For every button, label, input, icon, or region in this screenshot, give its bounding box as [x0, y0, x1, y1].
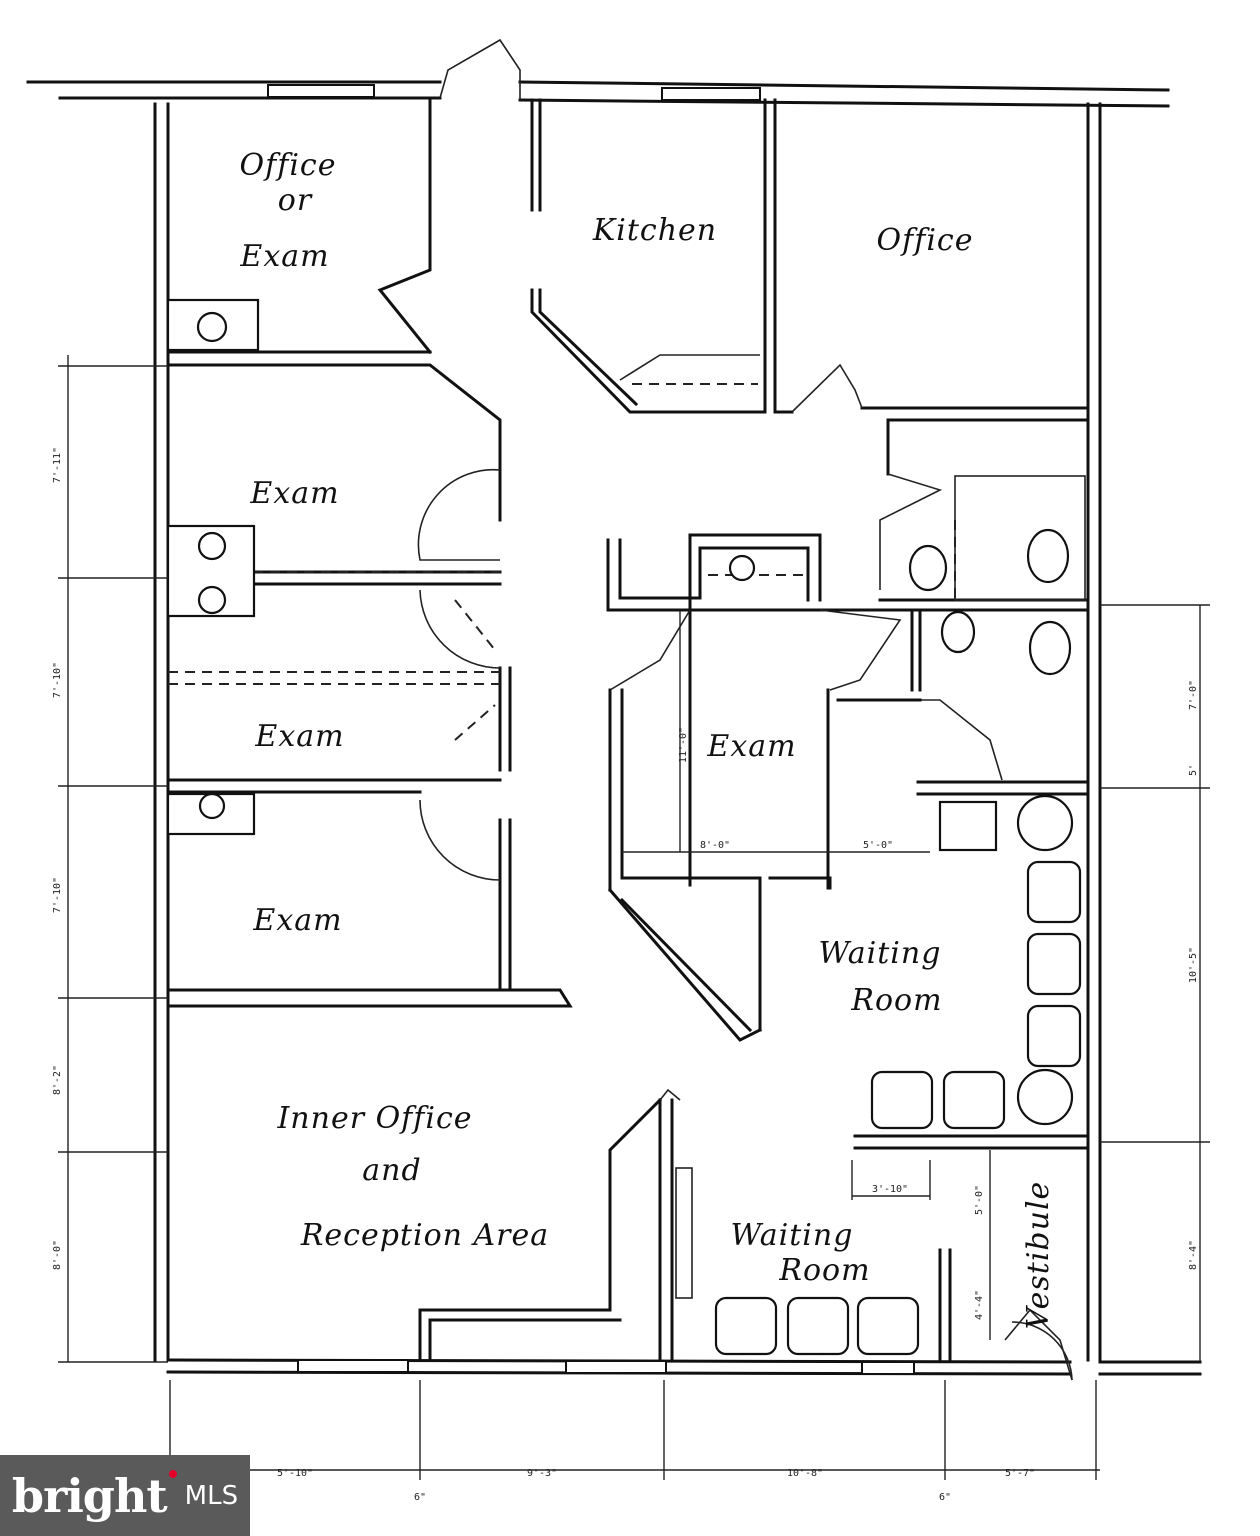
watermark-dot-icon: [168, 1469, 177, 1478]
counters: [619, 354, 956, 600]
dim-bottom-3: 10'-8": [787, 1468, 823, 1479]
chair-icon: [942, 1070, 1006, 1130]
dim-bath-width: 5'-0": [863, 840, 893, 851]
dim-bottom-tick-2: 6": [939, 1492, 951, 1503]
room-label-exam-2: Exam: [254, 719, 344, 754]
room-label-exam-4: Exam: [706, 729, 796, 764]
dim-right-3: 10'-5": [1188, 947, 1199, 983]
room-label-waiting-room-1a: Waiting: [819, 936, 942, 971]
dim-exam-width: 8'-0": [700, 840, 730, 851]
dim-vestibule-2: 4'-4": [974, 1290, 985, 1320]
room-label-office-or-exam-3: Exam: [239, 239, 329, 274]
dim-left-2: 7'-10": [52, 662, 63, 698]
dim-left-4: 8'-2": [52, 1065, 63, 1095]
sink-icon: [940, 610, 976, 654]
watermark-suffix-text: MLS: [184, 1480, 239, 1511]
room-labels: Office or Exam Kitchen Office Exam Exam …: [239, 148, 1056, 1329]
dim-bottom-2: 9'-3": [527, 1468, 557, 1479]
brightmls-watermark-logo: bright MLS: [0, 1455, 250, 1536]
toilet-icon: [1028, 620, 1072, 676]
toilet-icon: [1026, 528, 1070, 584]
room-label-office-or-exam-1: Office: [240, 148, 337, 183]
watermark-brand-text: bright: [11, 1468, 168, 1523]
dim-vestibule-1: 5'-0": [974, 1185, 985, 1215]
room-label-exam-1: Exam: [249, 476, 339, 511]
sink-icon: [197, 531, 227, 561]
table-icon: [1016, 1068, 1074, 1126]
chair-icon: [870, 1070, 934, 1130]
room-label-inner-office-1: Inner Office: [276, 1101, 472, 1136]
chair-icon: [714, 1296, 778, 1356]
dim-right-1: 7'-0": [1188, 680, 1199, 710]
room-label-exam-3: Exam: [252, 903, 342, 938]
chair-icon: [856, 1296, 920, 1356]
chair-icon: [1026, 1004, 1082, 1068]
chair-icon: [1026, 932, 1082, 996]
interior-walls: [166, 38, 1090, 1381]
room-label-kitchen: Kitchen: [592, 213, 717, 248]
room-label-waiting-room-2a: Waiting: [731, 1218, 854, 1253]
dimension-labels: 7'-11" 7'-10" 7'-10" 8'-2" 8'-0" 7'-0" 5…: [52, 447, 1199, 1503]
door-swings: [417, 468, 1073, 1381]
dimension-lines: [58, 355, 1210, 1480]
fixtures: [166, 298, 1082, 1356]
sink-icon: [908, 544, 948, 592]
dim-exam-height: 11'-0": [678, 727, 689, 763]
room-label-office: Office: [877, 223, 974, 258]
room-label-waiting-room-2b: Room: [778, 1253, 870, 1288]
sink-icon: [198, 792, 226, 820]
outer-walls: [26, 80, 1202, 1376]
dim-waiting-inner: 3'-10": [872, 1184, 908, 1195]
table-icon: [1016, 794, 1074, 852]
sink-icon: [196, 311, 228, 343]
room-label-inner-office-2: and: [362, 1153, 421, 1188]
dim-right-4: 8'-4": [1188, 1240, 1199, 1270]
dim-right-2: 5': [1188, 764, 1199, 776]
dim-left-5: 8'-0": [52, 1240, 63, 1270]
sink-icon: [728, 554, 756, 582]
room-label-vestibule: Vestibule: [1021, 1181, 1056, 1330]
room-label-office-or-exam-2: or: [278, 183, 313, 218]
dim-bottom-1: 5'-10": [277, 1468, 313, 1479]
room-label-inner-office-3: Reception Area: [300, 1218, 549, 1253]
sink-icon: [197, 585, 227, 615]
dim-left-1: 7'-11": [52, 447, 63, 483]
table-icon: [938, 800, 998, 852]
dim-bottom-tick-1: 6": [414, 1492, 426, 1503]
dim-bottom-4: 5'-7": [1005, 1468, 1035, 1479]
chair-icon: [1026, 860, 1082, 924]
dim-left-3: 7'-10": [52, 877, 63, 913]
windows: [267, 84, 915, 1375]
room-label-waiting-room-1b: Room: [850, 983, 942, 1018]
chair-icon: [786, 1296, 850, 1356]
